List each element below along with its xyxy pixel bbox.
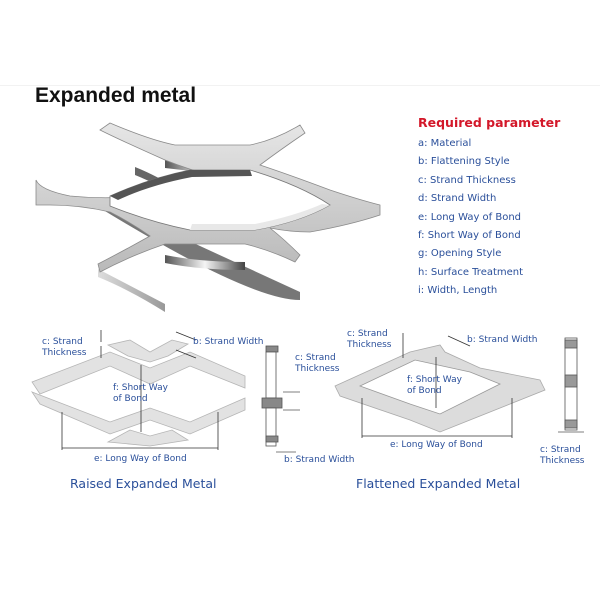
label-line: f: Short Way: [407, 375, 462, 385]
label-line: c: Strand: [540, 445, 581, 455]
label-line: Thickness: [42, 348, 87, 358]
param-strand-width: d: Strand Width: [418, 193, 497, 205]
param-material: a: Material: [418, 138, 472, 149]
param-opening-style: g: Opening Style: [418, 248, 502, 260]
label-line: Thickness: [540, 456, 585, 466]
label-line: c: Strand: [347, 329, 388, 339]
label-line: c: Strand: [42, 337, 83, 347]
flattened-long-way-label: e: Long Way of Bond: [390, 440, 483, 450]
flattened-side-strand-thickness-label: c: Strand Thickness: [540, 445, 584, 467]
flattened-mesh-diagram: [334, 344, 546, 433]
raised-mesh-diagram: [30, 339, 246, 447]
flattened-side-view: [558, 337, 584, 433]
param-long-way-of-bond: e: Long Way of Bond: [418, 211, 522, 223]
required-parameter-heading: Required parameter: [418, 115, 561, 130]
raised-dimension-lines: [61, 330, 219, 450]
label-line: Thickness: [295, 364, 340, 374]
raised-short-way-label: f: Short Way of Bond: [113, 383, 168, 405]
param-short-way-of-bond: f: Short Way of Bond: [418, 229, 521, 241]
flattened-caption: Flattened Expanded Metal: [356, 476, 521, 491]
flattened-dimension-lines: [361, 333, 513, 438]
page-title: Expanded metal: [35, 84, 197, 107]
label-line: of Bond: [113, 394, 148, 404]
param-flattening-style: b: Flattening Style: [418, 156, 510, 168]
required-parameter-list: a: Material b: Flattening Style c: Stran…: [418, 135, 523, 301]
flattened-strand-width-label: b: Strand Width: [467, 335, 538, 345]
raised-long-way-label: e: Long Way of Bond: [94, 454, 187, 464]
raised-strand-width-label: b: Strand Width: [193, 337, 264, 347]
top-divider: [0, 85, 600, 86]
raised-caption: Raised Expanded Metal: [70, 476, 217, 491]
label-line: f: Short Way: [113, 383, 168, 393]
flattened-strand-thickness-label: c: Strand Thickness: [347, 329, 391, 351]
side-strand-width-label: b: Strand Width: [284, 455, 355, 465]
large-mesh-shape: [35, 122, 381, 312]
param-strand-thickness: c: Strand Thickness: [418, 174, 516, 186]
flattened-short-way-label: f: Short Way of Bond: [407, 375, 462, 397]
param-width-length: i: Width, Length: [418, 285, 498, 297]
label-line: Thickness: [347, 340, 392, 350]
param-surface-treatment: h: Surface Treatment: [418, 266, 524, 278]
raised-strand-thickness-label: c: Strand Thickness: [42, 337, 86, 359]
label-line: of Bond: [407, 386, 442, 396]
label-line: c: Strand: [295, 353, 336, 363]
raised-side-view: [261, 345, 300, 453]
side-strand-thickness-label: c: Strand Thickness: [295, 353, 339, 375]
